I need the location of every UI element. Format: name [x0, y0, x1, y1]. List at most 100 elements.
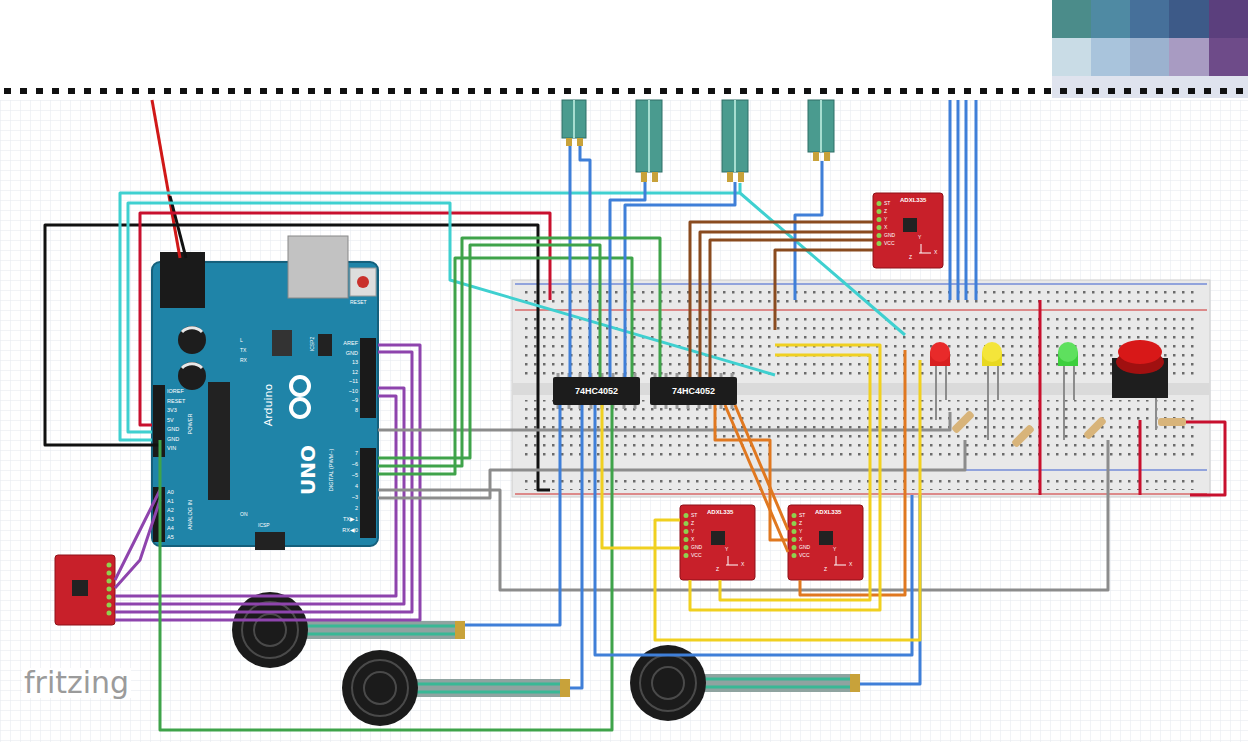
- power-wire: [152, 100, 180, 258]
- model-text: UNO: [298, 445, 318, 495]
- fsr-ring: [242, 602, 298, 658]
- fsr-ring: [652, 667, 684, 699]
- pin-label: X: [934, 250, 937, 255]
- sensor-lead: [577, 138, 583, 146]
- pin-label: TX: [240, 348, 246, 353]
- pin-label: ~6: [352, 462, 358, 468]
- part-name: ADXL335: [707, 509, 733, 515]
- imu-pins: [107, 565, 112, 613]
- pin-label: GND: [691, 545, 702, 550]
- square: [1091, 38, 1130, 76]
- brand-text: Arduino: [263, 384, 274, 427]
- pin-label: A5: [167, 535, 174, 541]
- sensor-lead: [652, 172, 658, 182]
- pin-label: Z: [824, 567, 827, 572]
- square: [1209, 0, 1248, 38]
- square: [1130, 0, 1169, 38]
- pin-label: Y: [799, 529, 802, 534]
- sensor-lead: [727, 172, 733, 182]
- fsr-trace: [410, 684, 562, 692]
- rail-line: [515, 493, 1207, 494]
- usb-port: [288, 236, 348, 298]
- led-red: [930, 342, 950, 362]
- pin-label: X: [741, 562, 744, 567]
- adxl-pcb: [873, 193, 943, 268]
- axis-wire: [655, 345, 920, 640]
- pin-label: X: [884, 225, 887, 230]
- pin-label: Y: [725, 547, 728, 552]
- adxl-chip: [903, 218, 917, 232]
- pin-label: L: [240, 338, 243, 343]
- fsr-ring: [640, 655, 696, 711]
- dc-jack: [160, 252, 205, 308]
- pin-label: 4: [355, 484, 358, 490]
- arduino-board: ArduinoUNO: [152, 262, 378, 546]
- pin-label: GND: [799, 545, 810, 550]
- logo: [291, 377, 309, 395]
- part-name: ADXL335: [900, 197, 926, 203]
- pin-label: Z: [716, 567, 719, 572]
- fsr-lead: [560, 679, 570, 697]
- pin-label: 7: [355, 451, 358, 457]
- microcontroller: [208, 382, 230, 500]
- wires: [45, 100, 1225, 730]
- pin-label: Z: [799, 521, 802, 526]
- pin-label: Y: [884, 217, 887, 222]
- adxl-pins: [877, 204, 882, 244]
- adxl-pcb: [680, 505, 755, 580]
- pin-header: [360, 448, 376, 538]
- pin-label: VCC: [799, 553, 810, 558]
- pin-label: ~5: [352, 473, 358, 479]
- header-group-label: ANALOG IN: [188, 500, 194, 530]
- led-green: [1058, 342, 1078, 362]
- square: [1052, 0, 1091, 38]
- watermark: fritzing: [22, 668, 131, 698]
- pin-label: ST: [884, 201, 890, 206]
- pin-label: AREF: [343, 341, 358, 347]
- pin-label: A4: [167, 526, 174, 532]
- led-yellow: [982, 342, 1002, 362]
- pin-label: ST: [799, 513, 805, 518]
- pin-label: X: [799, 537, 802, 542]
- part-name: ADXL335: [815, 509, 841, 515]
- pin-label: GND: [884, 233, 895, 238]
- holes: [520, 318, 1200, 378]
- pin-label: Z: [909, 255, 912, 260]
- arduino-illustration: [152, 236, 378, 550]
- breadboard-body: [512, 280, 1210, 497]
- header-group-label: ICSP2: [310, 337, 315, 351]
- sensor-lead: [738, 172, 744, 182]
- pin-label: Z: [691, 521, 694, 526]
- fsr-trace: [300, 626, 460, 634]
- adxl-pins: [792, 516, 797, 556]
- rail-line: [515, 309, 1207, 310]
- pin-label: ~3: [352, 495, 358, 501]
- fsr-tail: [300, 621, 462, 639]
- square: [1169, 0, 1209, 38]
- wire-connector: [378, 245, 600, 458]
- adxl-chip: [711, 531, 725, 545]
- pin-label: Y: [918, 235, 921, 240]
- pin-label: 3V3: [167, 408, 177, 414]
- fsr-tail: [410, 679, 567, 697]
- capacitor: [178, 326, 206, 354]
- fsr-trace: [698, 679, 852, 687]
- sensor-stripe: [574, 100, 821, 172]
- axis-arrows: [726, 556, 738, 565]
- icsp2-header: [318, 334, 332, 356]
- square: [1091, 0, 1130, 38]
- pin-label: ~10: [349, 389, 358, 395]
- resistor-symbol: [1083, 416, 1107, 440]
- sensor-lead: [641, 172, 647, 182]
- fsr-lead: [850, 674, 860, 692]
- power-wire: [170, 196, 186, 258]
- logo: [291, 399, 309, 417]
- chip-label: 74HC4052: [672, 387, 715, 396]
- breadboard: [512, 280, 1210, 497]
- fsr-ring: [352, 660, 408, 716]
- header-group-label: POWER: [188, 414, 194, 435]
- reset-button: [350, 268, 376, 296]
- flex-sensors: [562, 100, 834, 182]
